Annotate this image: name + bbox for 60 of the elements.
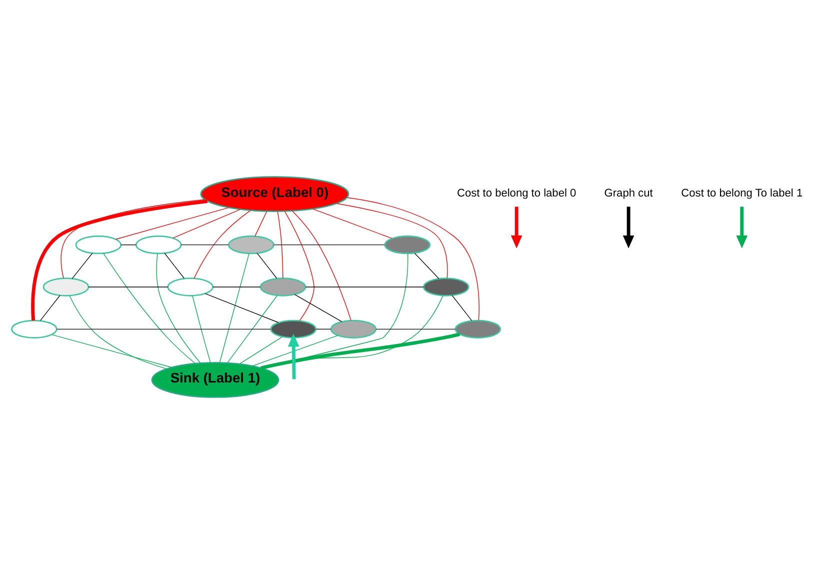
connector [120, 244, 136, 246]
node-ellipse [384, 236, 431, 254]
node-ellipse [422, 278, 470, 296]
connector [312, 208, 392, 239]
node-ellipse [167, 278, 214, 296]
connector [252, 335, 338, 366]
connector [72, 252, 93, 280]
node-ellipse [270, 320, 316, 338]
connector [254, 211, 268, 237]
node-ellipse [11, 320, 58, 338]
node-ellipse [228, 236, 274, 254]
arrow [622, 206, 634, 248]
connector [164, 252, 185, 279]
connector [256, 252, 278, 279]
connector [452, 295, 472, 321]
connector [305, 286, 424, 288]
node-ellipse: Source (Label 0) [200, 176, 350, 212]
connector [56, 328, 272, 330]
node-ellipse [454, 320, 502, 338]
node-text: Graph cut [604, 188, 653, 200]
connector [103, 253, 196, 364]
node-ellipse: Sink (Label 1) [151, 362, 280, 398]
connector [294, 294, 342, 322]
node-ellipse [42, 278, 90, 296]
connector [292, 210, 352, 321]
connector [219, 253, 250, 363]
connector [227, 295, 278, 364]
connector [414, 252, 440, 280]
connector [376, 328, 456, 330]
connector [204, 293, 279, 323]
connector [192, 295, 211, 363]
node-ellipse [135, 236, 182, 254]
connector [52, 334, 172, 368]
connector [40, 295, 60, 321]
connector [260, 332, 460, 370]
node-text: Cost to belong to label 0 [457, 188, 576, 200]
connector [336, 203, 448, 279]
connector [284, 210, 314, 321]
connector [31, 200, 208, 321]
connector [194, 210, 251, 279]
connector [60, 199, 206, 279]
connector [116, 207, 229, 240]
connector [212, 286, 261, 288]
connector [277, 211, 284, 279]
connector [346, 197, 480, 321]
connector [156, 253, 201, 364]
connector [180, 244, 229, 246]
connector [88, 286, 168, 288]
connector [239, 336, 283, 364]
arrow [736, 206, 748, 248]
node-ellipse [330, 320, 377, 338]
connector [273, 244, 386, 246]
connector [172, 209, 241, 238]
connector [316, 328, 332, 330]
node-text: Cost to belong To label 1 [681, 188, 803, 200]
connector [69, 295, 167, 370]
arrow [288, 334, 300, 380]
node-ellipse [260, 278, 306, 296]
node-ellipse [75, 236, 122, 254]
arrow [510, 206, 522, 248]
